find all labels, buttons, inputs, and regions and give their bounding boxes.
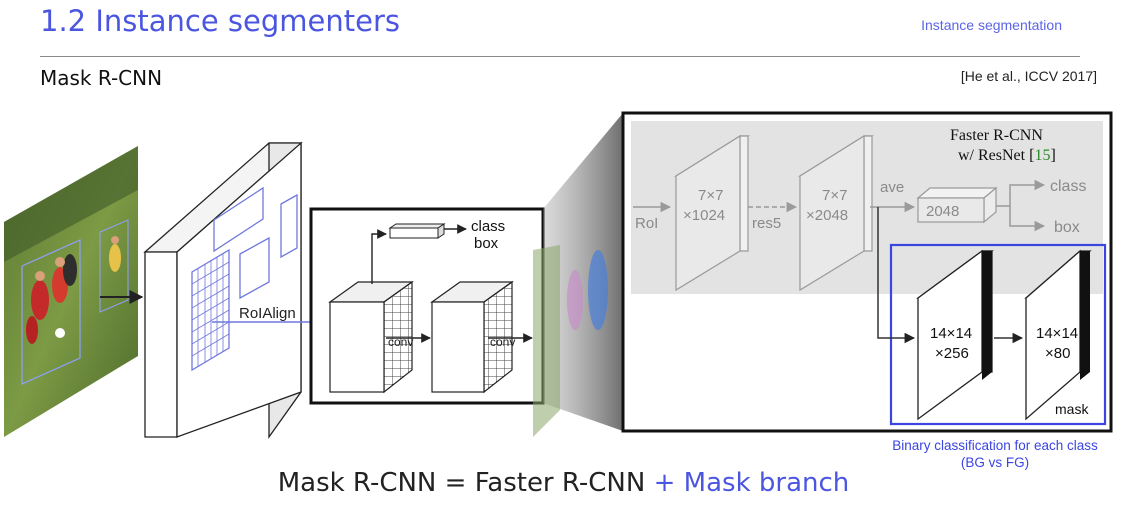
block1-line2: ×1024 bbox=[683, 207, 725, 224]
class-label: class bbox=[471, 218, 505, 235]
mask-block2-line1: 14×14 bbox=[1036, 325, 1078, 342]
mask-label: mask bbox=[1055, 401, 1089, 417]
box-label: box bbox=[474, 235, 499, 252]
mask-branch-arrow bbox=[877, 207, 916, 344]
conv-label-1: conv bbox=[388, 335, 413, 349]
zoom-wedge bbox=[543, 113, 623, 431]
ave-label: ave bbox=[880, 179, 904, 196]
box-out-arrow bbox=[1009, 206, 1046, 232]
feature-map-block bbox=[143, 141, 303, 440]
fc-vector bbox=[388, 223, 446, 239]
input-image bbox=[4, 146, 138, 437]
binary-note-line1: Binary classification for each class bbox=[892, 438, 1098, 453]
roi-grid bbox=[191, 248, 230, 372]
zoom-class-label: class bbox=[1050, 178, 1086, 195]
class-out-arrow bbox=[996, 179, 1046, 207]
caption-accent: + Mask branch bbox=[653, 468, 850, 498]
res-block-1: 7×7 ×1024 bbox=[673, 134, 751, 292]
block2-line1: 7×7 bbox=[822, 187, 847, 204]
zoom-header-line2: w/ ResNet [15] bbox=[958, 147, 1056, 164]
res5-label: res5 bbox=[752, 215, 781, 232]
vector-label: 2048 bbox=[926, 203, 959, 220]
mask-block2-line2: ×80 bbox=[1045, 345, 1070, 362]
caption: Mask R-CNN = Faster R-CNN + Mask branch bbox=[0, 468, 1127, 498]
topic-label: Instance segmentation bbox=[921, 17, 1062, 33]
mask-block-1-side bbox=[982, 251, 992, 380]
section-subtitle: Mask R-CNN bbox=[40, 66, 163, 90]
res-block-2: 7×7 ×2048 bbox=[797, 134, 875, 292]
roialign-label: RoIAlign bbox=[239, 305, 296, 322]
mask-block1-line2: ×256 bbox=[935, 345, 969, 362]
cls-branch-arrow bbox=[371, 229, 387, 284]
binary-note-line2: (BG vs FG) bbox=[960, 455, 1030, 470]
conv-feature-block bbox=[430, 280, 514, 394]
mask-rcnn-diagram: RoIAlign conv conv class box Faster R-CN… bbox=[4, 111, 1113, 440]
conv-label-2: conv bbox=[490, 335, 515, 349]
mask-block1-line1: 14×14 bbox=[930, 325, 972, 342]
citation: [He et al., ICCV 2017] bbox=[960, 68, 1097, 84]
mask-branch-box bbox=[889, 243, 1107, 426]
block2-line2: ×2048 bbox=[806, 207, 848, 224]
zoom-header-line1: Faster R-CNN bbox=[950, 127, 1043, 144]
header-divider bbox=[40, 56, 1080, 57]
page-title: 1.2 Instance segmenters bbox=[40, 4, 400, 38]
block1-line1: 7×7 bbox=[698, 187, 723, 204]
mask-block-2: 14×14 ×80 bbox=[1024, 249, 1092, 421]
player-figures bbox=[26, 236, 121, 344]
pooled-vector: 2048 bbox=[916, 186, 998, 224]
header-ref: 15 bbox=[1034, 147, 1050, 164]
binary-classification-note: Binary classification for each class (BG… bbox=[860, 437, 1127, 471]
caption-main: Mask R-CNN = Faster R-CNN bbox=[277, 468, 654, 498]
mask-preview bbox=[533, 245, 560, 437]
header-prefix: w/ ResNet [ bbox=[958, 147, 1034, 164]
roi-feature-block bbox=[328, 280, 414, 394]
roi-label: RoI bbox=[635, 215, 658, 232]
zoom-box-label: box bbox=[1054, 219, 1080, 236]
header-suffix: ] bbox=[1050, 147, 1055, 164]
